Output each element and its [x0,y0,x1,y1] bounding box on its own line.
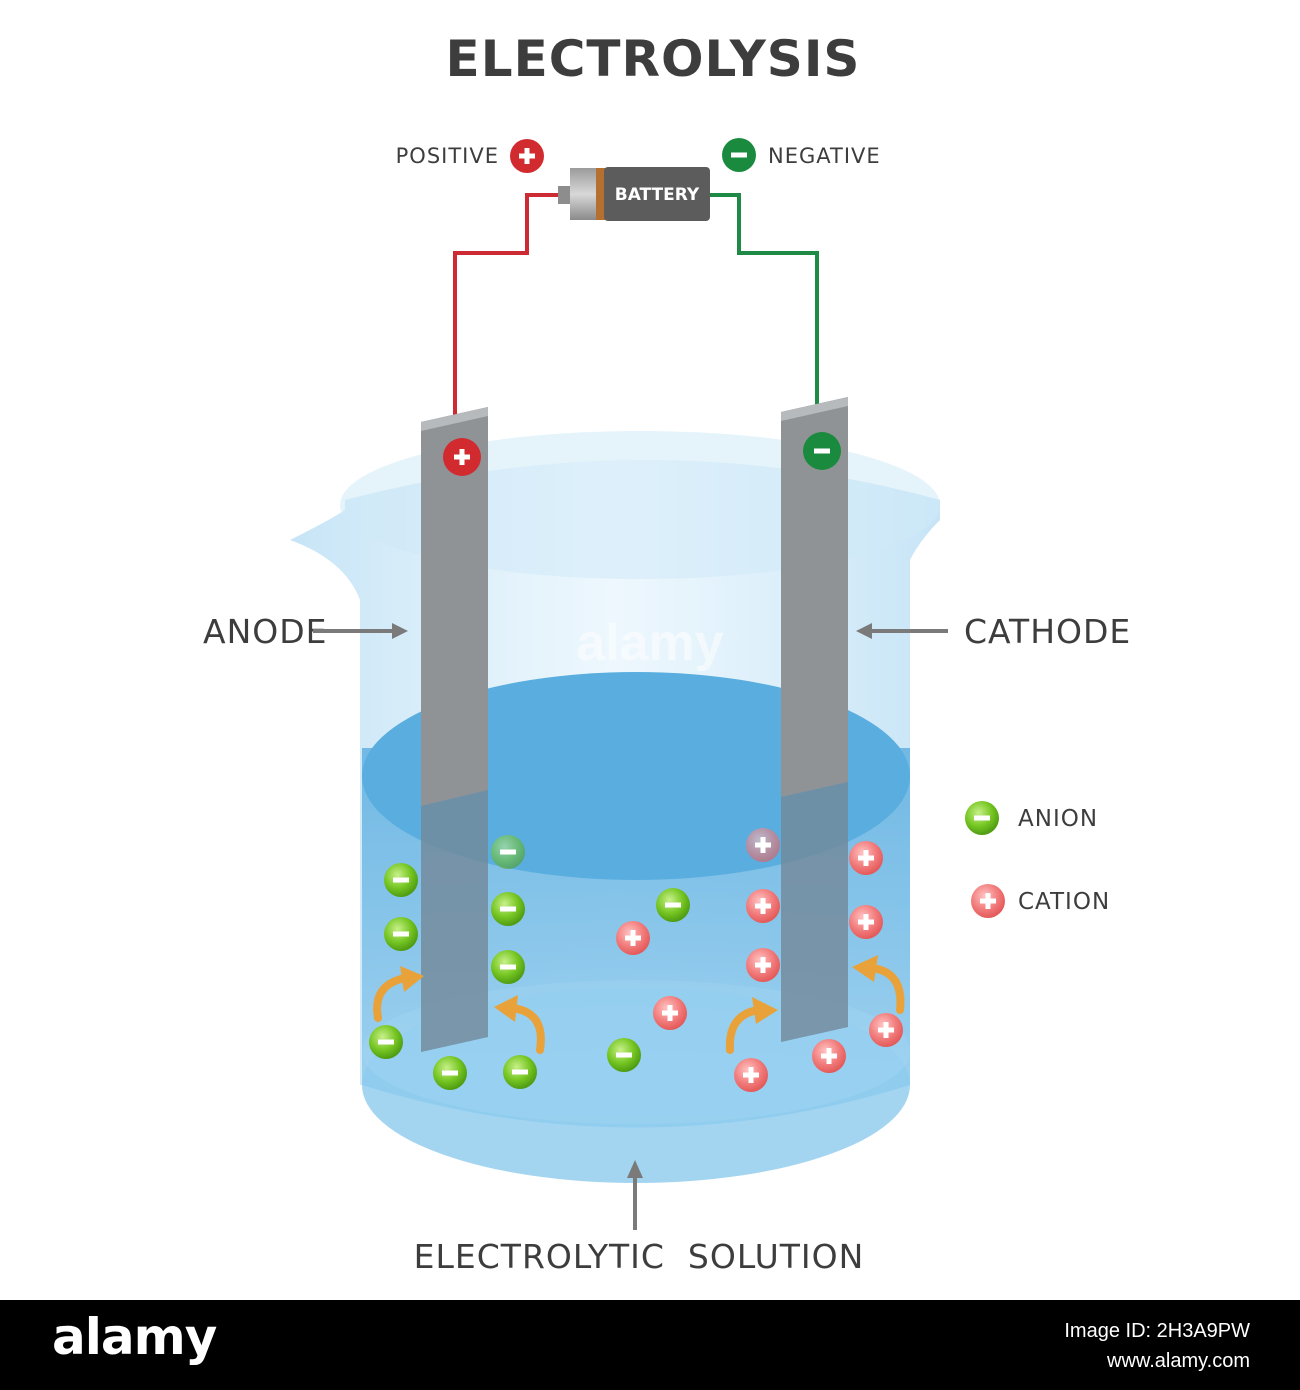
legend-cation-label: CATION [1018,889,1110,915]
positive-label: POSITIVE [396,144,499,168]
watermark: alamy [576,614,724,672]
footer-image-info: Image ID: 2H3A9PW www.alamy.com [1064,1316,1250,1376]
footer-image-id: Image ID: 2H3A9PW [1064,1320,1250,1342]
anion-icon [607,1038,641,1072]
footer-site: www.alamy.com [1107,1350,1250,1372]
anion-icon [491,835,525,869]
footer-bar: alamy Image ID: 2H3A9PW www.alamy.com [0,1300,1300,1390]
cation-icon [653,996,687,1030]
cation-icon [734,1058,768,1092]
anode-positive-icon [443,438,481,476]
anion-icon [384,917,418,951]
cation-icon [616,921,650,955]
cation-icon [746,828,780,862]
battery-label: BATTERY [615,185,700,205]
anode-label: ANODE [203,612,328,651]
anion-icon [384,863,418,897]
curved-arrow-icon [373,966,424,1022]
title: ELECTROLYSIS [446,30,861,88]
positive-wire [453,193,558,420]
anion-icon [656,888,690,922]
curved-arrow-icon [494,995,545,1054]
footer-logo: alamy [52,1308,217,1366]
anion-icon [491,950,525,984]
curved-arrow-icon [725,997,778,1054]
negative-wire [710,193,819,410]
legend-anion-icon [965,801,999,835]
anode-electrode [421,407,488,1052]
solution-pointer-arrow-icon [627,1160,643,1230]
anion-icon [369,1025,403,1059]
cation-icon [849,841,883,875]
legend-cation-icon [971,884,1005,918]
cathode-label: CATHODE [964,612,1131,651]
negative-label: NEGATIVE [768,144,881,168]
anion-icon [503,1055,537,1089]
cation-icon [746,948,780,982]
anode-pointer-arrow-icon [313,623,408,639]
cation-icon [746,889,780,923]
cathode-negative-icon [803,432,841,470]
anion-icon [433,1056,467,1090]
positive-terminal-icon [510,139,544,173]
negative-terminal-icon [722,138,756,172]
solution-label: ELECTROLYTIC SOLUTION [414,1237,865,1276]
anion-icon [491,892,525,926]
legend-anion-label: ANION [1018,806,1098,832]
cathode-electrode [781,397,848,1042]
cation-icon [869,1013,903,1047]
cathode-pointer-arrow-icon [856,623,948,639]
cation-icon [849,905,883,939]
electrolysis-diagram: ELECTROLYSIS BATTERY POSITIVE NEGATIVE [203,30,1131,1276]
curved-arrow-icon [852,955,905,1014]
battery: BATTERY [558,167,710,221]
cation-icon [812,1039,846,1073]
